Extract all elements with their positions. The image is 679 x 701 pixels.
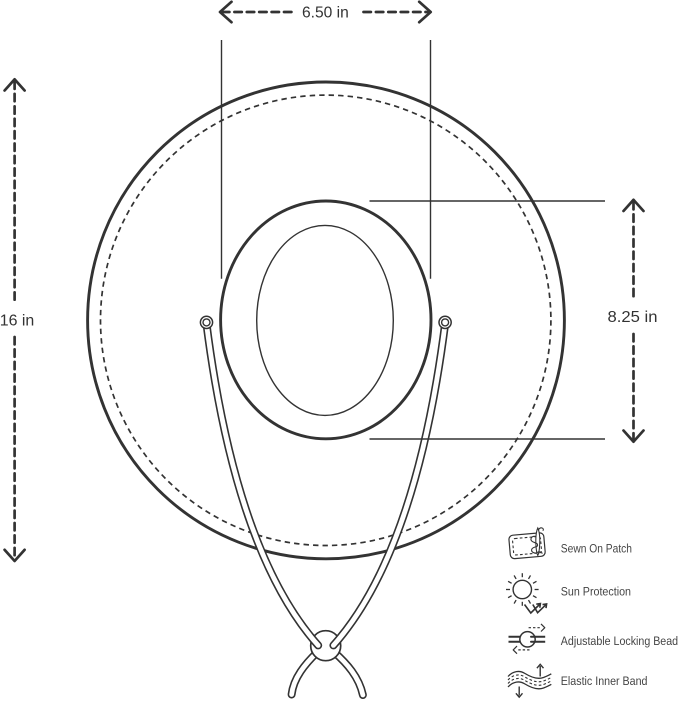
svg-text:Adjustable Locking Bead: Adjustable Locking Bead bbox=[561, 634, 678, 648]
svg-text:8.25 in: 8.25 in bbox=[608, 309, 658, 326]
svg-text:Sun Protection: Sun Protection bbox=[561, 585, 631, 599]
svg-text:Elastic Inner Band: Elastic Inner Band bbox=[561, 674, 648, 688]
svg-text:Sewn On Patch: Sewn On Patch bbox=[561, 541, 632, 555]
svg-text:6.50 in: 6.50 in bbox=[302, 5, 349, 22]
svg-text:16 in: 16 in bbox=[0, 313, 34, 330]
